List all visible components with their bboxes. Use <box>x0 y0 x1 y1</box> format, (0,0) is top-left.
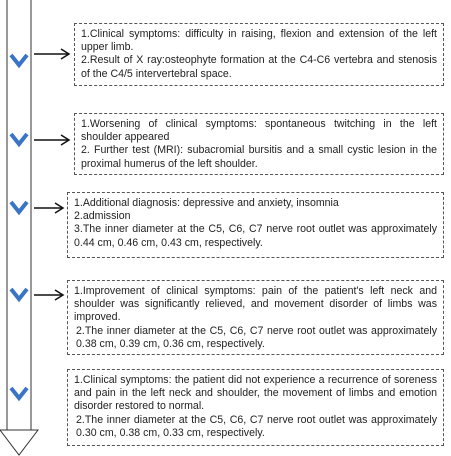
chevron-down-icon <box>9 287 29 303</box>
stage-box-4: 1.Improvement of clinical symptoms: pain… <box>67 280 444 355</box>
stage-5-line-1: 1.Clinical symptoms: the patient did not… <box>74 374 437 413</box>
stage-box-3: 1.Additional diagnosis: depressive and a… <box>67 192 444 258</box>
arrow-head-down-icon <box>0 429 40 456</box>
chevron-down-icon <box>9 386 29 402</box>
stage-3-line-2: 2.admission <box>74 210 131 223</box>
stage-2-line-2: 2. Further test (MRI): subacromial bursi… <box>81 144 437 170</box>
chevron-down-icon <box>9 200 29 216</box>
stage-5-line-2: 2.The inner diameter at the C5, C6, C7 n… <box>76 413 437 439</box>
timeline-arrow <box>0 0 40 456</box>
chevron-down-icon <box>9 132 29 148</box>
connector-arrow-1 <box>34 48 71 60</box>
chevron-down-icon <box>9 53 29 69</box>
stage-4-line-1: 1.Improvement of clinical symptoms: pain… <box>74 285 437 324</box>
stage-box-5: 1.Clinical symptoms: the patient did not… <box>67 369 444 446</box>
stage-3-line-3: 3.The inner diameter at the C5, C6, C7 n… <box>74 223 437 249</box>
stage-3-line-1: 1.Additional diagnosis: depressive and a… <box>74 197 339 209</box>
stage-1-line-2: 2.Result of X ray:osteophyte formation a… <box>81 54 437 80</box>
stage-box-2: 1.Worsening of clinical symptoms: sponta… <box>74 113 444 175</box>
connector-arrow-3 <box>34 202 65 214</box>
stage-4-line-2: 2.The inner diameter at the C5, C6, C7 n… <box>76 324 437 350</box>
connector-arrow-2 <box>34 134 71 146</box>
stage-box-1: 1.Clinical symptoms: difficulty in raisi… <box>74 23 444 86</box>
connector-arrow-4 <box>34 289 65 301</box>
stage-1-line-1: 1.Clinical symptoms: difficulty in raisi… <box>81 28 437 54</box>
stage-2-line-1: 1.Worsening of clinical symptoms: sponta… <box>81 118 437 144</box>
